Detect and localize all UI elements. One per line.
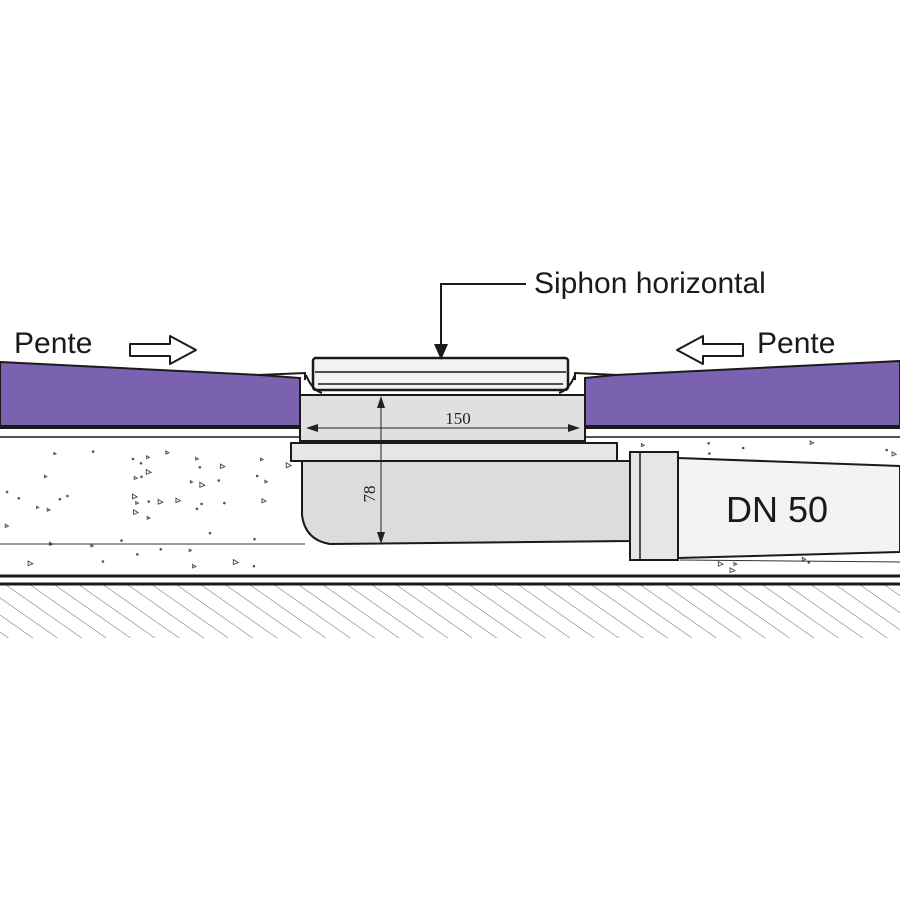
siphon-leader xyxy=(440,283,526,348)
aggregate-dot xyxy=(139,461,143,465)
dim-width-label: 150 xyxy=(445,409,471,428)
aggregate-dot xyxy=(255,474,259,478)
aggregate-mark xyxy=(809,440,815,446)
aggregate-mark xyxy=(801,556,807,562)
aggregate-mark xyxy=(133,475,139,481)
aggregate-mark xyxy=(729,566,736,574)
aggregate-dot xyxy=(807,561,811,564)
aggregate-mark xyxy=(188,548,193,553)
aggregate-mark xyxy=(261,497,268,504)
slope-left-label: Pente xyxy=(14,327,92,360)
aggregate-dot xyxy=(217,479,221,482)
aggregate-mark xyxy=(157,498,164,505)
aggregate-mark xyxy=(260,457,265,462)
aggregate-dot xyxy=(252,564,256,568)
aggregate-mark xyxy=(165,450,171,455)
outlet-pipe xyxy=(677,456,900,560)
aggregate-mark xyxy=(135,500,140,506)
aggregate-dot xyxy=(131,457,135,461)
siphon-title: Siphon horizontal xyxy=(534,267,766,300)
siphon-upper-body xyxy=(299,394,586,442)
aggregate-dot xyxy=(136,553,139,556)
tile-edge-right xyxy=(574,371,619,380)
cover-clip-left xyxy=(305,374,323,394)
aggregate-mark xyxy=(175,497,182,504)
aggregate-dot xyxy=(120,539,123,542)
aggregate-mark xyxy=(219,463,226,470)
dim-width-arrow-right xyxy=(568,424,580,432)
aggregate-mark xyxy=(232,558,240,566)
dim-width-arrow-left xyxy=(306,424,318,432)
aggregate-mark xyxy=(891,450,898,457)
aggregate-mark xyxy=(146,454,151,460)
siphon-cover xyxy=(311,356,570,392)
aggregate-dot xyxy=(885,448,888,452)
screed-left xyxy=(0,360,301,427)
ground-hatch xyxy=(0,584,900,638)
aggregate-mark xyxy=(285,461,293,469)
aggregate-mark xyxy=(133,508,140,516)
dim-height-arrow-bottom xyxy=(377,532,385,544)
aggregate-dot xyxy=(200,502,203,506)
aggregate-dot xyxy=(707,442,710,445)
aggregate-dot xyxy=(253,537,256,541)
siphon-bowl xyxy=(301,460,631,546)
aggregate-mark xyxy=(90,543,95,548)
aggregate-mark xyxy=(195,456,200,461)
aggregate-mark xyxy=(189,479,194,484)
aggregate-dot xyxy=(66,494,69,498)
aggregate-dot xyxy=(91,450,95,453)
tile-edge-left xyxy=(257,371,306,380)
aggregate-mark xyxy=(640,442,646,448)
aggregate-dot xyxy=(208,531,212,535)
aggregate-mark xyxy=(27,560,34,567)
aggregate-mark xyxy=(733,561,739,567)
pipe-label: DN 50 xyxy=(726,489,828,530)
aggregate-mark xyxy=(145,468,153,476)
aggregate-mark xyxy=(192,563,198,569)
aggregate-dot xyxy=(159,548,163,551)
aggregate-mark xyxy=(131,493,139,500)
aggregate-dot xyxy=(17,496,21,500)
aggregate-dot xyxy=(5,490,9,494)
outlet-sleeve xyxy=(629,451,679,561)
aggregate-dot xyxy=(198,465,202,469)
aggregate-mark xyxy=(36,505,40,510)
aggregate-dot xyxy=(58,497,62,501)
dim-height-label: 78 xyxy=(360,486,379,503)
siphon-leader-arrow xyxy=(434,344,448,360)
aggregate-mark xyxy=(46,507,52,512)
dim-height-arrow-top xyxy=(377,396,385,408)
aggregate-dot xyxy=(147,500,151,503)
aggregate-dot xyxy=(741,446,745,450)
slope-right-label: Pente xyxy=(757,327,835,360)
slope-left-arrow-icon xyxy=(129,335,197,365)
fill-line-right xyxy=(679,559,900,563)
aggregate-dot xyxy=(708,452,711,455)
concrete-aggregate xyxy=(4,440,898,574)
slope-right-arrow-icon xyxy=(676,335,744,365)
aggregate-dot xyxy=(140,475,143,479)
siphon-flange xyxy=(290,442,618,462)
screed-right xyxy=(584,359,900,427)
aggregate-dot xyxy=(101,560,105,563)
aggregate-mark xyxy=(146,515,152,520)
aggregate-mark xyxy=(717,560,725,567)
aggregate-mark xyxy=(264,479,269,484)
aggregate-mark xyxy=(199,481,206,488)
aggregate-dot xyxy=(195,507,199,511)
aggregate-dot xyxy=(223,501,226,505)
aggregate-mark xyxy=(53,451,58,456)
aggregate-mark xyxy=(43,474,48,479)
aggregate-mark xyxy=(4,523,10,529)
cover-clip-right xyxy=(558,374,576,394)
